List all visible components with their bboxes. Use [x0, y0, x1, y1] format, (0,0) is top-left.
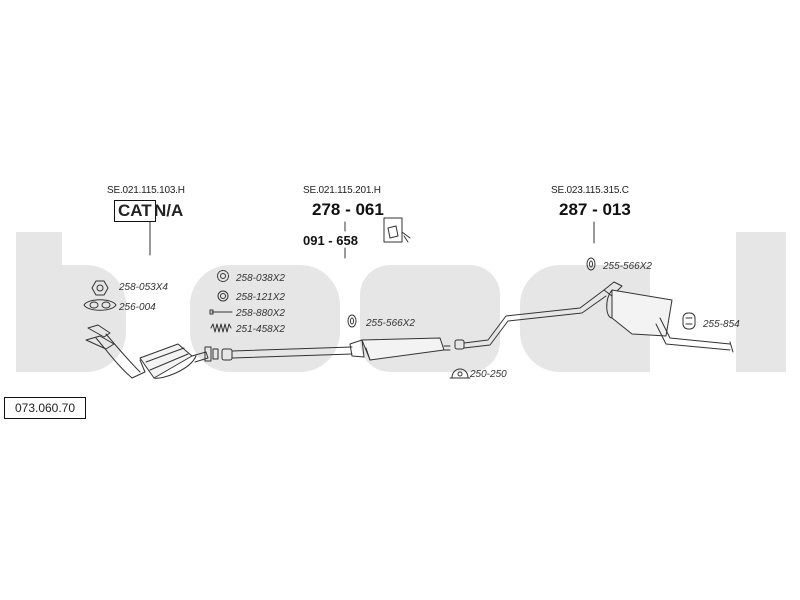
- rear-silencer: [603, 281, 734, 353]
- cat-label: CAT: [114, 200, 156, 222]
- watermark-letter-b-bowl: [16, 265, 126, 372]
- middle-sub-part-number: 091 - 658: [303, 233, 358, 248]
- reference-number: 073.060.70: [4, 397, 86, 419]
- part-label-nut: 258-053X4: [119, 282, 168, 293]
- rear-pipe: [454, 289, 607, 350]
- rubber-hanger-icon: [682, 312, 696, 330]
- washer-icon: [217, 290, 229, 302]
- nut-icon: [91, 280, 109, 296]
- part-label-rubber-hanger: 255-854: [703, 319, 740, 330]
- section-code-front: SE.021.115.103.H: [107, 185, 185, 196]
- watermark-letter-o: [190, 265, 340, 372]
- bolt-icon: [209, 309, 233, 315]
- part-label-spring: 251-458X2: [236, 324, 285, 335]
- rubber-mount-icon-middle: [347, 314, 357, 328]
- clamp-icon: [449, 368, 471, 379]
- middle-silencer: [349, 337, 451, 361]
- catalytic-converter-assembly: [85, 324, 219, 379]
- part-label-serrated-washer: 258-038X2: [236, 273, 285, 284]
- watermark-letter-l: [736, 232, 786, 372]
- section-code-middle: SE.021.115.201.H: [303, 185, 381, 196]
- middle-part-number: 278 - 061: [312, 200, 384, 219]
- part-label-washer: 258-121X2: [236, 292, 285, 303]
- spring-icon: [210, 323, 232, 333]
- middle-rubber-mount: [383, 217, 411, 243]
- part-label-rubber-mount-rear: 255-566X2: [603, 261, 652, 272]
- section-code-rear: SE.023.115.315.C: [551, 185, 629, 196]
- serrated-washer-icon: [217, 270, 229, 282]
- part-label-clamp: 250-250: [470, 369, 507, 380]
- rear-part-number: 287 - 013: [559, 200, 631, 219]
- part-label-gasket: 256-004: [119, 302, 156, 313]
- gasket-icon: [83, 299, 117, 311]
- cat-na-label: N/A: [154, 201, 184, 220]
- part-label-rubber-mount-middle: 255-566X2: [366, 318, 415, 329]
- rubber-mount-icon-rear: [586, 257, 596, 271]
- part-label-bolt: 258-880X2: [236, 308, 285, 319]
- front-pipe: [221, 346, 353, 361]
